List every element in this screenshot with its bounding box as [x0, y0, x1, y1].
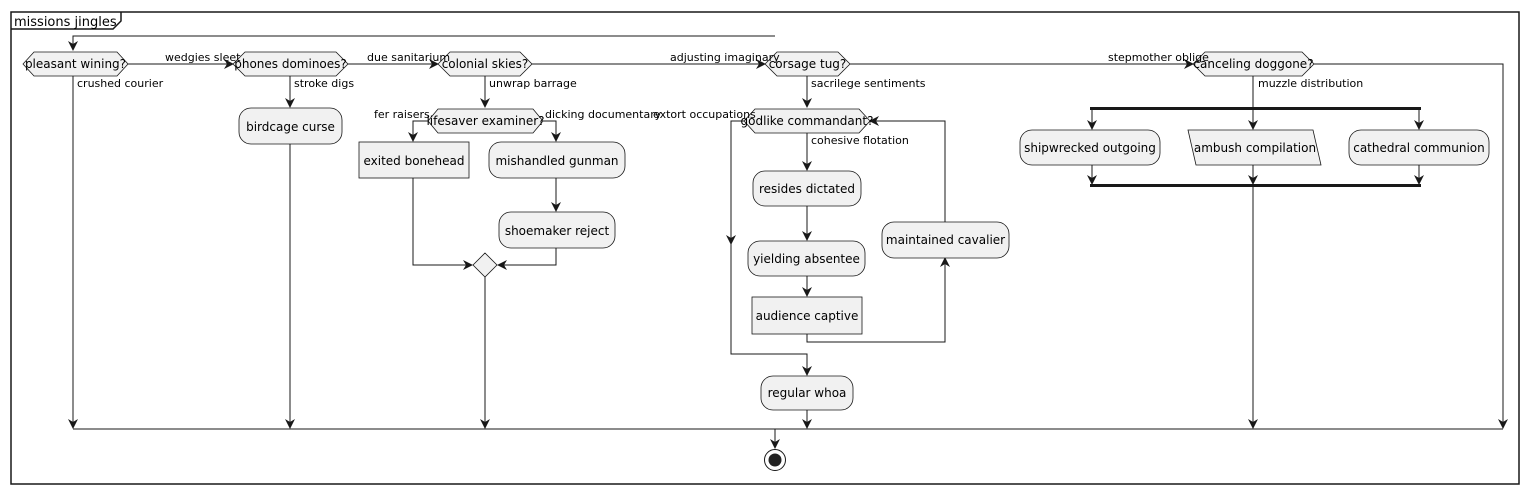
- decision-pleasant-wining: pleasant wining?: [22, 51, 129, 77]
- action-label: birdcage curse: [246, 120, 335, 134]
- decision-lifesaver-examiner: lifesaver examiner?: [426, 108, 545, 134]
- edge-label-unwrap-barrage: unwrap barrage: [489, 77, 577, 90]
- action-label: cathedral communion: [1353, 141, 1485, 155]
- edge-loop-back: [869, 116, 946, 222]
- edge-shoemaker-to-merge: [497, 248, 557, 270]
- diagram-frame: [10, 11, 1520, 485]
- action-label: ambush compilation: [1194, 141, 1316, 155]
- decision-label: godlike commandant?: [741, 114, 874, 128]
- action-mishandled-gunman: mishandled gunman: [488, 141, 626, 179]
- edge-exit-to-regular-whoa: [730, 244, 812, 376]
- edge-label-due-sanitarium: due sanitarium: [367, 51, 450, 64]
- edge-label-crushed-courier: crushed courier: [77, 77, 164, 90]
- edge-exited-to-merge: [412, 178, 473, 270]
- edge-label-wedgies-sleet: wedgies sleet: [165, 51, 241, 64]
- join-bar: [1090, 184, 1421, 187]
- edge-extort-occupations: [726, 120, 744, 245]
- decisions: pleasant wining? phones dominoes? coloni…: [22, 51, 1315, 278]
- decision-label: canceling doggone?: [1193, 57, 1313, 71]
- action-exited-bonehead: exited bonehead: [358, 141, 470, 179]
- edge-label-muzzle-distribution: muzzle distribution: [1258, 77, 1363, 90]
- action-birdcage-curse: birdcage curse: [238, 107, 343, 145]
- action-shipwrecked-outgoing: shipwrecked outgoing: [1019, 129, 1161, 166]
- action-label: resides dictated: [759, 182, 855, 196]
- frame-title-tab: [11, 12, 122, 30]
- action-ambush-compilation: ambush compilation: [1187, 129, 1322, 166]
- action-maintained-cavalier: maintained cavalier: [881, 221, 1010, 259]
- action-label: audience captive: [756, 309, 859, 323]
- decision-canceling-doggone: canceling doggone?: [1192, 51, 1315, 77]
- merge-diamond: [472, 252, 498, 278]
- edge-label-sacrilege-sentiments: sacrilege sentiments: [811, 77, 926, 90]
- edge-label-extort-occupations: extort occupations: [653, 108, 756, 121]
- fork-bar: [1090, 107, 1421, 110]
- frame-title: missions jingles: [14, 15, 117, 30]
- decision-colonial-skies: colonial skies?: [437, 51, 533, 77]
- action-yielding-absentee: yielding absentee: [747, 240, 866, 277]
- edge-labels: wedgies sleet crushed courier due sanita…: [77, 51, 1363, 147]
- action-label: maintained cavalier: [886, 233, 1005, 247]
- edge-label-fer-raisers: fer raisers: [374, 108, 430, 121]
- action-cathedral-communion: cathedral communion: [1348, 129, 1490, 166]
- action-label: exited bonehead: [363, 154, 464, 168]
- action-label: shoemaker reject: [505, 224, 610, 238]
- action-label: shipwrecked outgoing: [1024, 141, 1156, 155]
- edge-fer-raisers: [408, 120, 428, 142]
- edge-dicking-documentary: [543, 120, 561, 142]
- decision-label: corsage tug?: [769, 57, 847, 71]
- edge-label-adjusting-imaginary: adjusting imaginary: [670, 51, 780, 64]
- action-label: yielding absentee: [753, 252, 860, 266]
- decision-label: lifesaver examiner?: [426, 114, 544, 128]
- decision-label: colonial skies?: [442, 57, 529, 71]
- edge-audience-to-maintained: [806, 257, 950, 343]
- action-resides-dictated: resides dictated: [752, 170, 862, 207]
- action-label: mishandled gunman: [495, 154, 618, 168]
- edge-start-to-pleasant-wining: [68, 35, 775, 51]
- edge-label-stroke-digs: stroke digs: [294, 77, 354, 90]
- decision-corsage-tug: corsage tug?: [764, 51, 851, 77]
- decision-phones-dominoes: phones dominoes?: [232, 51, 349, 77]
- action-shoemaker-reject: shoemaker reject: [498, 211, 616, 249]
- decision-label: phones dominoes?: [234, 57, 347, 71]
- stop-node: [764, 449, 786, 471]
- decision-label: pleasant wining?: [25, 57, 126, 71]
- edges: [68, 35, 1508, 449]
- edge-label-stepmother-oblige: stepmother oblige: [1108, 51, 1209, 64]
- action-regular-whoa: regular whoa: [760, 375, 854, 411]
- decision-godlike-commandant: godlike commandant?: [741, 108, 874, 134]
- edge-label-cohesive-flotation: cohesive flotation: [811, 134, 909, 147]
- edge-label-dicking-documentary: dicking documentary: [545, 108, 662, 121]
- action-audience-captive: audience captive: [751, 296, 863, 335]
- edge-canceling-else: [1314, 63, 1508, 429]
- action-label: regular whoa: [768, 386, 847, 400]
- actions: birdcage curse exited bonehead mishandle…: [238, 107, 1490, 411]
